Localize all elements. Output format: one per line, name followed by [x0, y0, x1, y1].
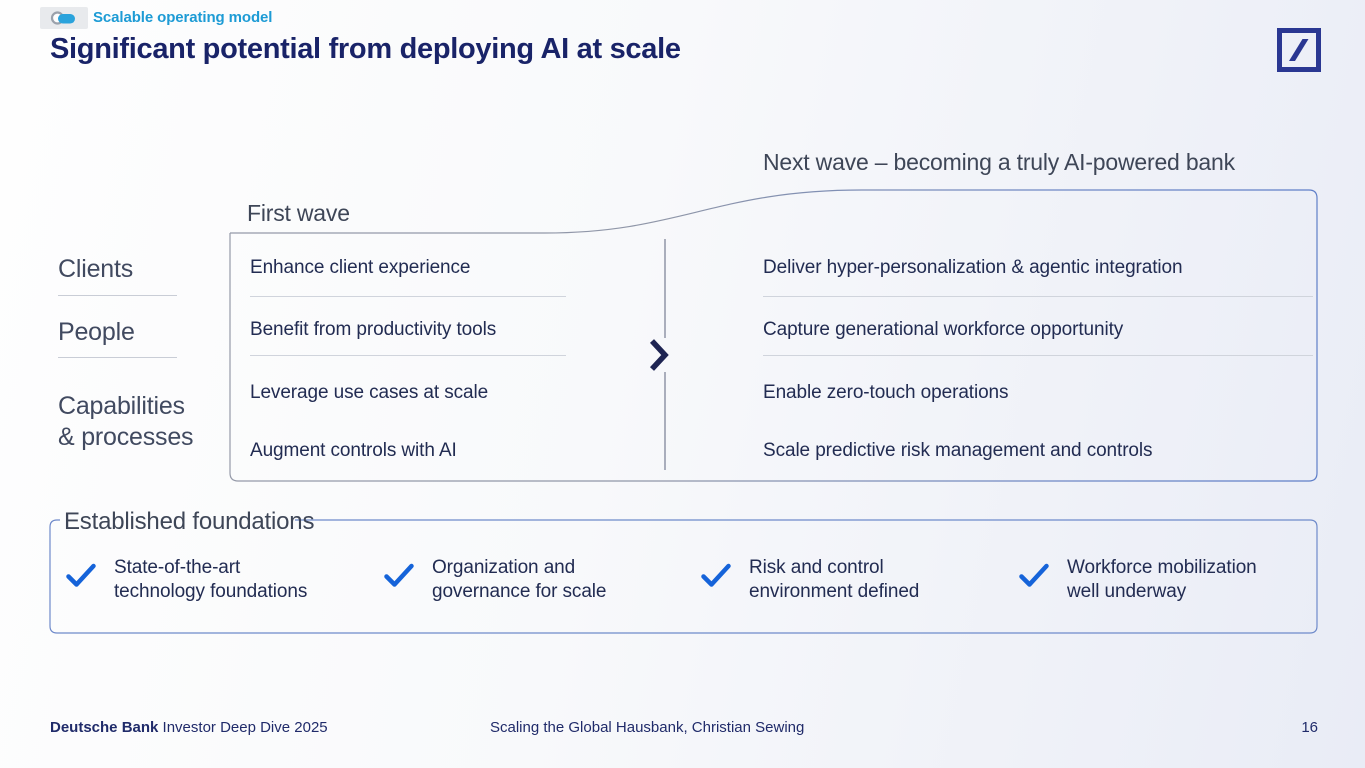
item-divider [250, 296, 566, 297]
row-label-clients: Clients [58, 255, 134, 283]
next-wave-item: Enable zero-touch operations [763, 382, 1009, 403]
footer-event: Investor Deep Dive 2025 [162, 719, 328, 736]
foundation-item: Workforce mobilization well underway [1067, 557, 1257, 602]
check-icon [1019, 563, 1049, 587]
next-wave-header: Next wave – becoming a truly AI-powered … [763, 149, 1235, 175]
check-icon [384, 563, 414, 587]
foundation-item: Risk and control environment defined [749, 557, 920, 602]
row-label-capabilities: Capabilities & processes [58, 392, 194, 451]
first-wave-item: Leverage use cases at scale [250, 382, 489, 403]
foundation-item: Organization and governance for scale [432, 557, 607, 602]
footer-center: Scaling the Global Hausbank, Christian S… [490, 719, 805, 736]
badge-label: Scalable operating model [93, 9, 273, 26]
deutsche-bank-logo-icon [1277, 28, 1321, 72]
first-wave-item: Augment controls with AI [250, 440, 457, 461]
first-wave-item: Enhance client experience [250, 257, 471, 278]
page-title: Significant potential from deploying AI … [50, 33, 681, 65]
item-divider [763, 296, 1313, 297]
first-wave-header: First wave [247, 200, 350, 226]
next-wave-item: Scale predictive risk management and con… [763, 440, 1153, 461]
footer-left: Deutsche Bank Investor Deep Dive 2025 [50, 719, 328, 736]
item-divider [763, 355, 1313, 356]
first-wave-item: Benefit from productivity tools [250, 319, 497, 340]
row-label-people: People [58, 318, 135, 346]
category-badge [40, 7, 88, 29]
item-divider [250, 355, 566, 356]
next-wave-item: Deliver hyper-personalization & agentic … [763, 257, 1183, 278]
page-number: 16 [1301, 719, 1318, 736]
row-label-divider [58, 295, 177, 296]
next-wave-item: Capture generational workforce opportuni… [763, 319, 1124, 340]
check-icon [701, 563, 731, 587]
check-icon [66, 563, 96, 587]
foundations-header: Established foundations [64, 508, 315, 535]
row-label-divider [58, 357, 177, 358]
toggle-switch-icon [50, 11, 75, 25]
footer-brand: Deutsche Bank [50, 719, 159, 736]
foundation-item: State-of-the-art technology foundations [114, 557, 308, 602]
chevron-right-icon [649, 339, 669, 371]
